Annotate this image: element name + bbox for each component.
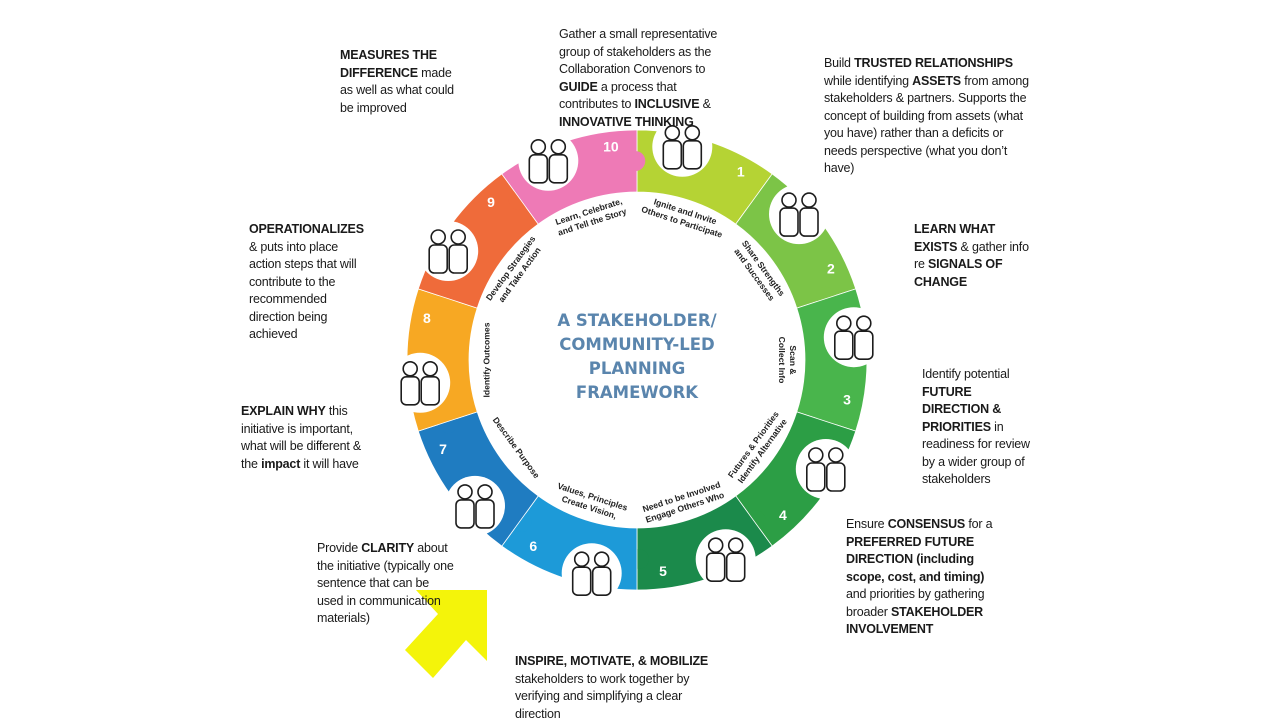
segment-label-8-line-1: Identify Outcomes: [481, 322, 491, 397]
note-text-run: EXPLAIN WHY: [241, 404, 326, 418]
step-number-2: 2: [827, 260, 835, 276]
segment-label-3-line-1: Scan &: [788, 345, 798, 374]
note-text-run: STAKEHOLDER INVOLVEMENT: [846, 604, 983, 637]
people-with-arrow-icon: [418, 221, 479, 281]
note-step-1: Gather a small representative group of s…: [559, 26, 724, 131]
note-text-run: CONSENSUS: [887, 517, 966, 531]
people-with-torch-icon: [652, 116, 713, 177]
note-text-run: LEARN WHAT EXISTS: [914, 222, 996, 254]
note-text-run: it will have: [300, 456, 359, 471]
people-lifting-barbell-icon: [769, 184, 829, 245]
center-title-line-3: PLANNING: [589, 359, 686, 378]
note-text-run: GUIDE: [559, 79, 598, 94]
step-number-4: 4: [779, 507, 787, 523]
note-step-7: Provide CLARITY about the initiative (ty…: [317, 540, 454, 628]
note-text-run: from among stakeholders & partners. Supp…: [824, 73, 1029, 176]
step-number-9: 9: [487, 194, 495, 210]
segment-numbers: 1 2 3 4 5 6 7 8 9 10: [423, 138, 851, 579]
people-cheering-icon: [695, 529, 756, 590]
note-text-run: this initiative is important, what will …: [241, 404, 362, 471]
note-text-run: a process that contributes to: [559, 79, 677, 112]
center-title-line-4: FRAMEWORK: [576, 383, 699, 402]
ring: [406, 129, 868, 591]
note-text-run: Identify potential: [922, 367, 1010, 381]
note-text-run: in readiness for review by a wider group…: [922, 419, 1030, 487]
ring-inner-disc: [470, 193, 804, 527]
step-number-8: 8: [423, 310, 431, 326]
note-text-run: INNOVATIVE THINKING: [559, 114, 694, 129]
note-text-run: Provide: [317, 541, 362, 555]
puzzle-tab-10: [625, 151, 646, 172]
note-text-run: stakeholders to work together by verifyi…: [515, 671, 690, 721]
step-number-7: 7: [439, 441, 447, 457]
note-step-8: EXPLAIN WHY this initiative is important…: [241, 403, 366, 473]
step-number-3: 3: [843, 392, 851, 408]
note-text-run: impact: [261, 456, 301, 471]
note-text-run: made as well as what could be improved: [340, 65, 454, 115]
people-talking-icon: [445, 475, 505, 536]
note-step-10: MEASURES THE DIFFERENCE made as well as …: [340, 47, 465, 117]
center-title-line-2: COMMUNITY-LED: [559, 335, 714, 354]
note-step-6: INSPIRE, MOTIVATE, & MOBILIZE stakeholde…: [515, 653, 715, 723]
note-text-run: SIGNALS OF CHANGE: [914, 257, 1003, 289]
note-text-run: CLARITY: [361, 541, 415, 555]
thought-checkmark-icon: [561, 543, 622, 604]
note-text-run: about the initiative (typically one sent…: [317, 541, 454, 625]
note-text-run: and priorities by gathering broader: [846, 587, 985, 619]
note-text-run: for a: [965, 517, 993, 531]
note-text-run: FUTURE DIRECTION & PRIORITIES: [922, 384, 1002, 434]
step-number-5: 5: [659, 563, 667, 579]
note-text-run: ASSETS: [912, 73, 961, 88]
yellow-pointer-arrow: [405, 590, 487, 678]
note-step-3: LEARN WHAT EXISTS & gather info re SIGNA…: [914, 221, 1036, 291]
center-title-line-1: A STAKEHOLDER/: [557, 311, 717, 330]
note-text-run: & gather info re: [914, 239, 1029, 272]
presentation-board-icon: [795, 439, 856, 499]
center-title: A STAKEHOLDER/ COMMUNITY-LED PLANNING FR…: [557, 311, 717, 402]
note-text-run: INCLUSIVE: [634, 97, 700, 111]
question-mark-board-icon: [390, 352, 451, 413]
note-text-run: while identifying: [824, 73, 913, 88]
note-text-run: &: [699, 97, 711, 111]
note-step-2: Build TRUSTED RELATIONSHIPS while identi…: [824, 55, 1034, 178]
note-text-run: Ensure: [846, 517, 888, 531]
magnifying-glass-people-icon: [823, 307, 884, 368]
step-number-6: 6: [529, 538, 537, 554]
note-text-run: & puts into place action steps that will…: [249, 239, 357, 342]
note-text-run: TRUSTED RELATIONSHIPS: [854, 56, 1013, 70]
note-text-run: OPERATIONALIZES: [249, 222, 364, 236]
note-text-run: INSPIRE, MOTIVATE, & MOBILIZE: [515, 654, 709, 668]
note-text-run: Build: [824, 56, 855, 70]
segment-label-3-line-2: Collect Info: [777, 337, 787, 384]
note-text-run: PREFERRED FUTURE DIRECTION (including sc…: [846, 534, 985, 584]
step-number-1: 1: [737, 164, 745, 180]
note-step-4: Identify potential FUTURE DIRECTION & PR…: [922, 366, 1034, 489]
step-number-10: 10: [603, 138, 619, 154]
note-text-run: Gather a small representative group of s…: [559, 27, 718, 76]
note-text-run: MEASURES THE DIFFERENCE: [340, 48, 437, 80]
note-step-5: Ensure CONSENSUS for a PREFERRED FUTURE …: [846, 516, 996, 639]
segment-icons: [390, 116, 884, 604]
note-step-9: OPERATIONALIZES & puts into place action…: [249, 221, 364, 344]
people-reading-book-icon: [518, 130, 579, 191]
